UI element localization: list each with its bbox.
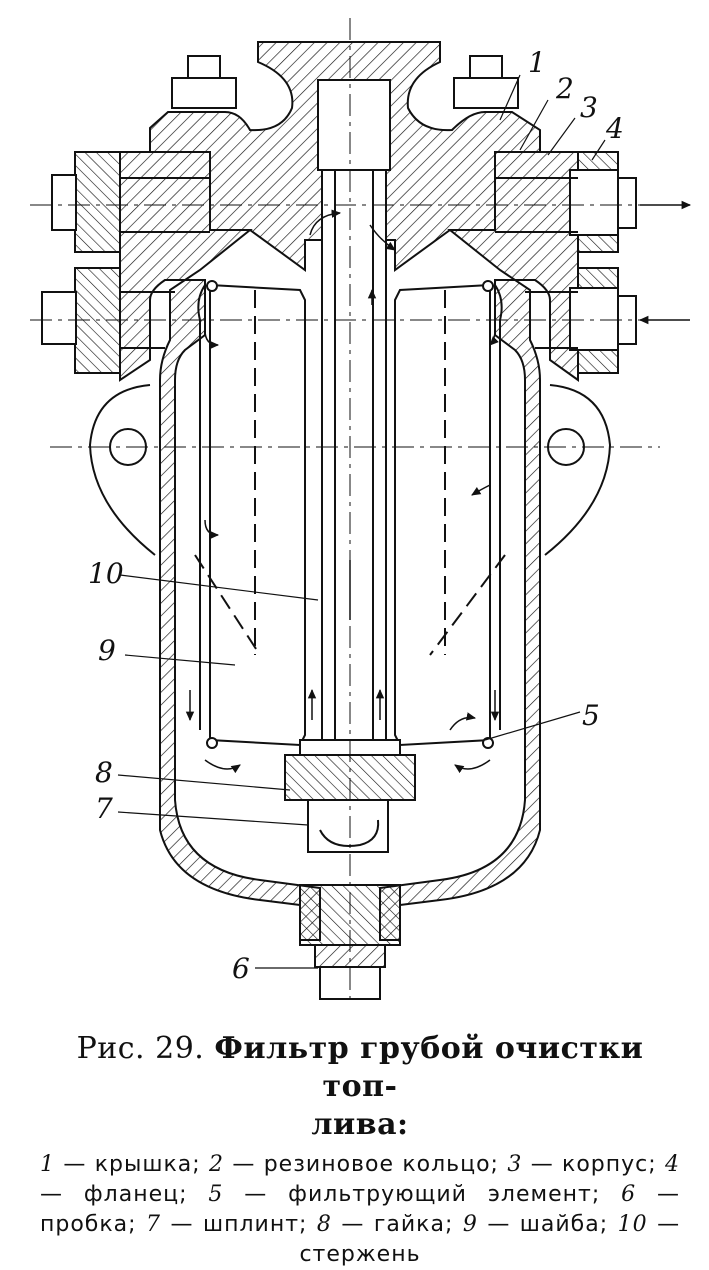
left-flange bbox=[74, 151, 121, 253]
left-lower-bolt-head bbox=[41, 291, 77, 345]
label-8: 8 bbox=[95, 756, 113, 789]
label-5: 5 bbox=[582, 699, 600, 732]
legend-item: 3 — корпус; bbox=[507, 1152, 657, 1177]
top-left-nut bbox=[171, 77, 237, 109]
caption-title-line1: Фильтр грубой очистки топ- bbox=[214, 1031, 644, 1104]
filter-element-left bbox=[209, 283, 306, 747]
caption-legend: 1 — крышка; 2 — резиновое кольцо; 3 — ко… bbox=[40, 1150, 680, 1270]
legend-item: 4 — фланец; bbox=[40, 1152, 681, 1207]
cotter-pin bbox=[307, 799, 389, 853]
right-mounting-ear bbox=[544, 384, 612, 556]
label-7: 7 bbox=[95, 792, 113, 825]
caption-title: Рис. 29. Фильтр грубой очистки топ- лива… bbox=[40, 1030, 680, 1144]
housing-left-wall bbox=[119, 151, 321, 941]
legend-item: 9 — шайба; bbox=[462, 1212, 609, 1237]
caption-prefix: Рис. 29. bbox=[76, 1031, 205, 1066]
left-mounting-ear bbox=[88, 384, 156, 556]
legend-item: 6 — пробка; bbox=[40, 1182, 680, 1237]
right-upper-nut bbox=[569, 169, 619, 236]
label-3: 3 bbox=[580, 91, 598, 124]
legend-item: 2 — резиновое кольцо; bbox=[209, 1152, 499, 1177]
label-9: 9 bbox=[98, 634, 116, 667]
filter-element-right bbox=[394, 283, 491, 747]
label-6: 6 bbox=[232, 952, 250, 985]
legend-item: 7 — шплинт; bbox=[146, 1212, 308, 1237]
top-right-nut bbox=[453, 77, 519, 109]
legend-item: 5 — фильтрующий элемент; bbox=[208, 1182, 601, 1207]
top-right-bolt bbox=[469, 55, 503, 79]
caption-title-line2: лива: bbox=[311, 1107, 409, 1142]
housing-right-wall bbox=[379, 151, 579, 941]
label-1: 1 bbox=[528, 46, 546, 79]
label-4: 4 bbox=[605, 112, 624, 145]
fuel-filter-drawing: 1 2 3 4 5 6 7 8 9 10 bbox=[30, 18, 692, 1005]
legend-item: 1 — крышка; bbox=[40, 1152, 201, 1177]
left-upper-bolt-head bbox=[51, 174, 77, 231]
legend-item: 8 — гайка; bbox=[316, 1212, 454, 1237]
right-lower-nut bbox=[569, 287, 619, 351]
label-10: 10 bbox=[88, 557, 124, 590]
right-upper-bolt-end bbox=[617, 177, 637, 229]
central-rod bbox=[317, 79, 391, 171]
figure-caption: Рис. 29. Фильтр грубой очистки топ- лива… bbox=[40, 1030, 680, 1270]
top-left-bolt bbox=[187, 55, 221, 79]
central-rod-shaft bbox=[321, 169, 387, 751]
label-2: 2 bbox=[555, 72, 574, 105]
